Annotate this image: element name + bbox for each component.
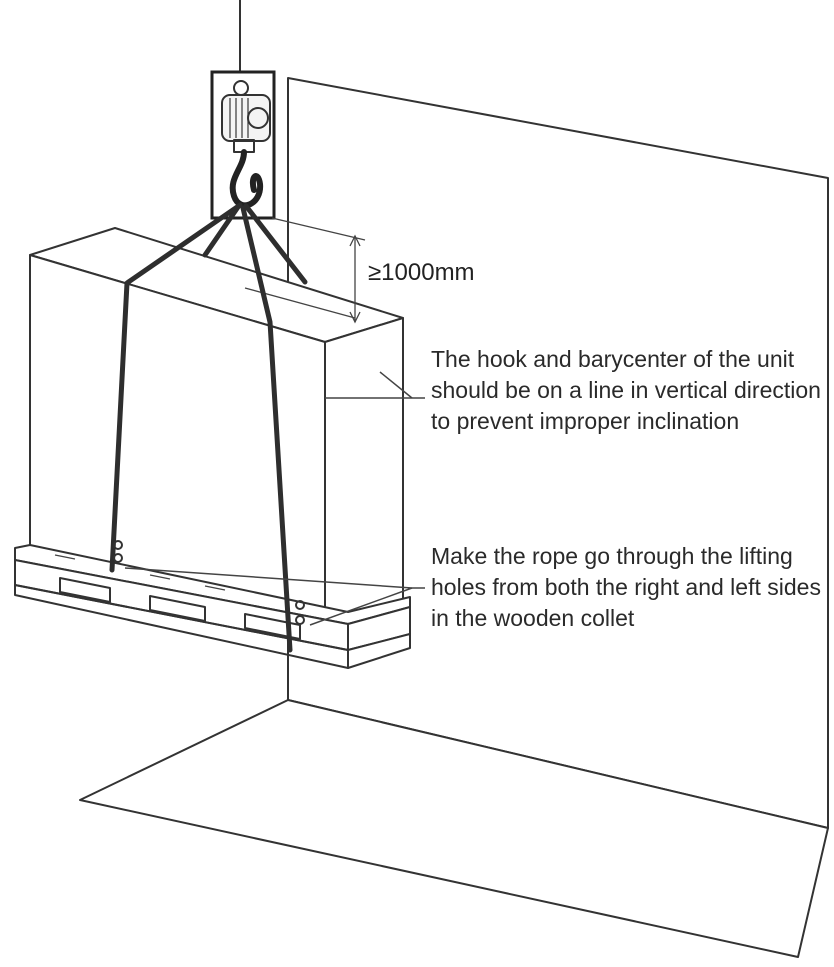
hook-barycenter-note: The hook and barycenter of the unit shou… [431, 346, 821, 434]
lifting-hole [113, 553, 123, 563]
wooden-pallet-icon [14, 544, 411, 669]
outdoor-unit-icon [29, 227, 404, 621]
lifting-hole [295, 600, 305, 610]
rope-lifting-holes-note: Make the rope go through the lifting hol… [431, 543, 821, 631]
pallet-bottom [14, 584, 411, 669]
clearance-label: ≥1000mm [368, 259, 475, 286]
lifting-rope-icon [109, 202, 308, 653]
annotation-pointers [124, 371, 425, 626]
rope-right-front [240, 205, 293, 653]
pulley-block [221, 94, 271, 142]
unit-right-face [324, 317, 404, 621]
hook-curve [229, 149, 264, 209]
lifting-hole [295, 615, 305, 625]
pallet-foot-1 [59, 577, 111, 603]
pallet-foot-2 [149, 595, 206, 622]
pallet-foot-3 [244, 613, 301, 640]
floor [79, 699, 829, 958]
rope-back-right [243, 203, 308, 285]
rope-back-left [202, 204, 241, 258]
clearance-dimension [271, 217, 366, 324]
rope-left-front [109, 202, 243, 573]
lifting-hole [113, 540, 123, 550]
wall-and-floor [79, 77, 829, 958]
crane-hook-icon [210, 0, 276, 220]
